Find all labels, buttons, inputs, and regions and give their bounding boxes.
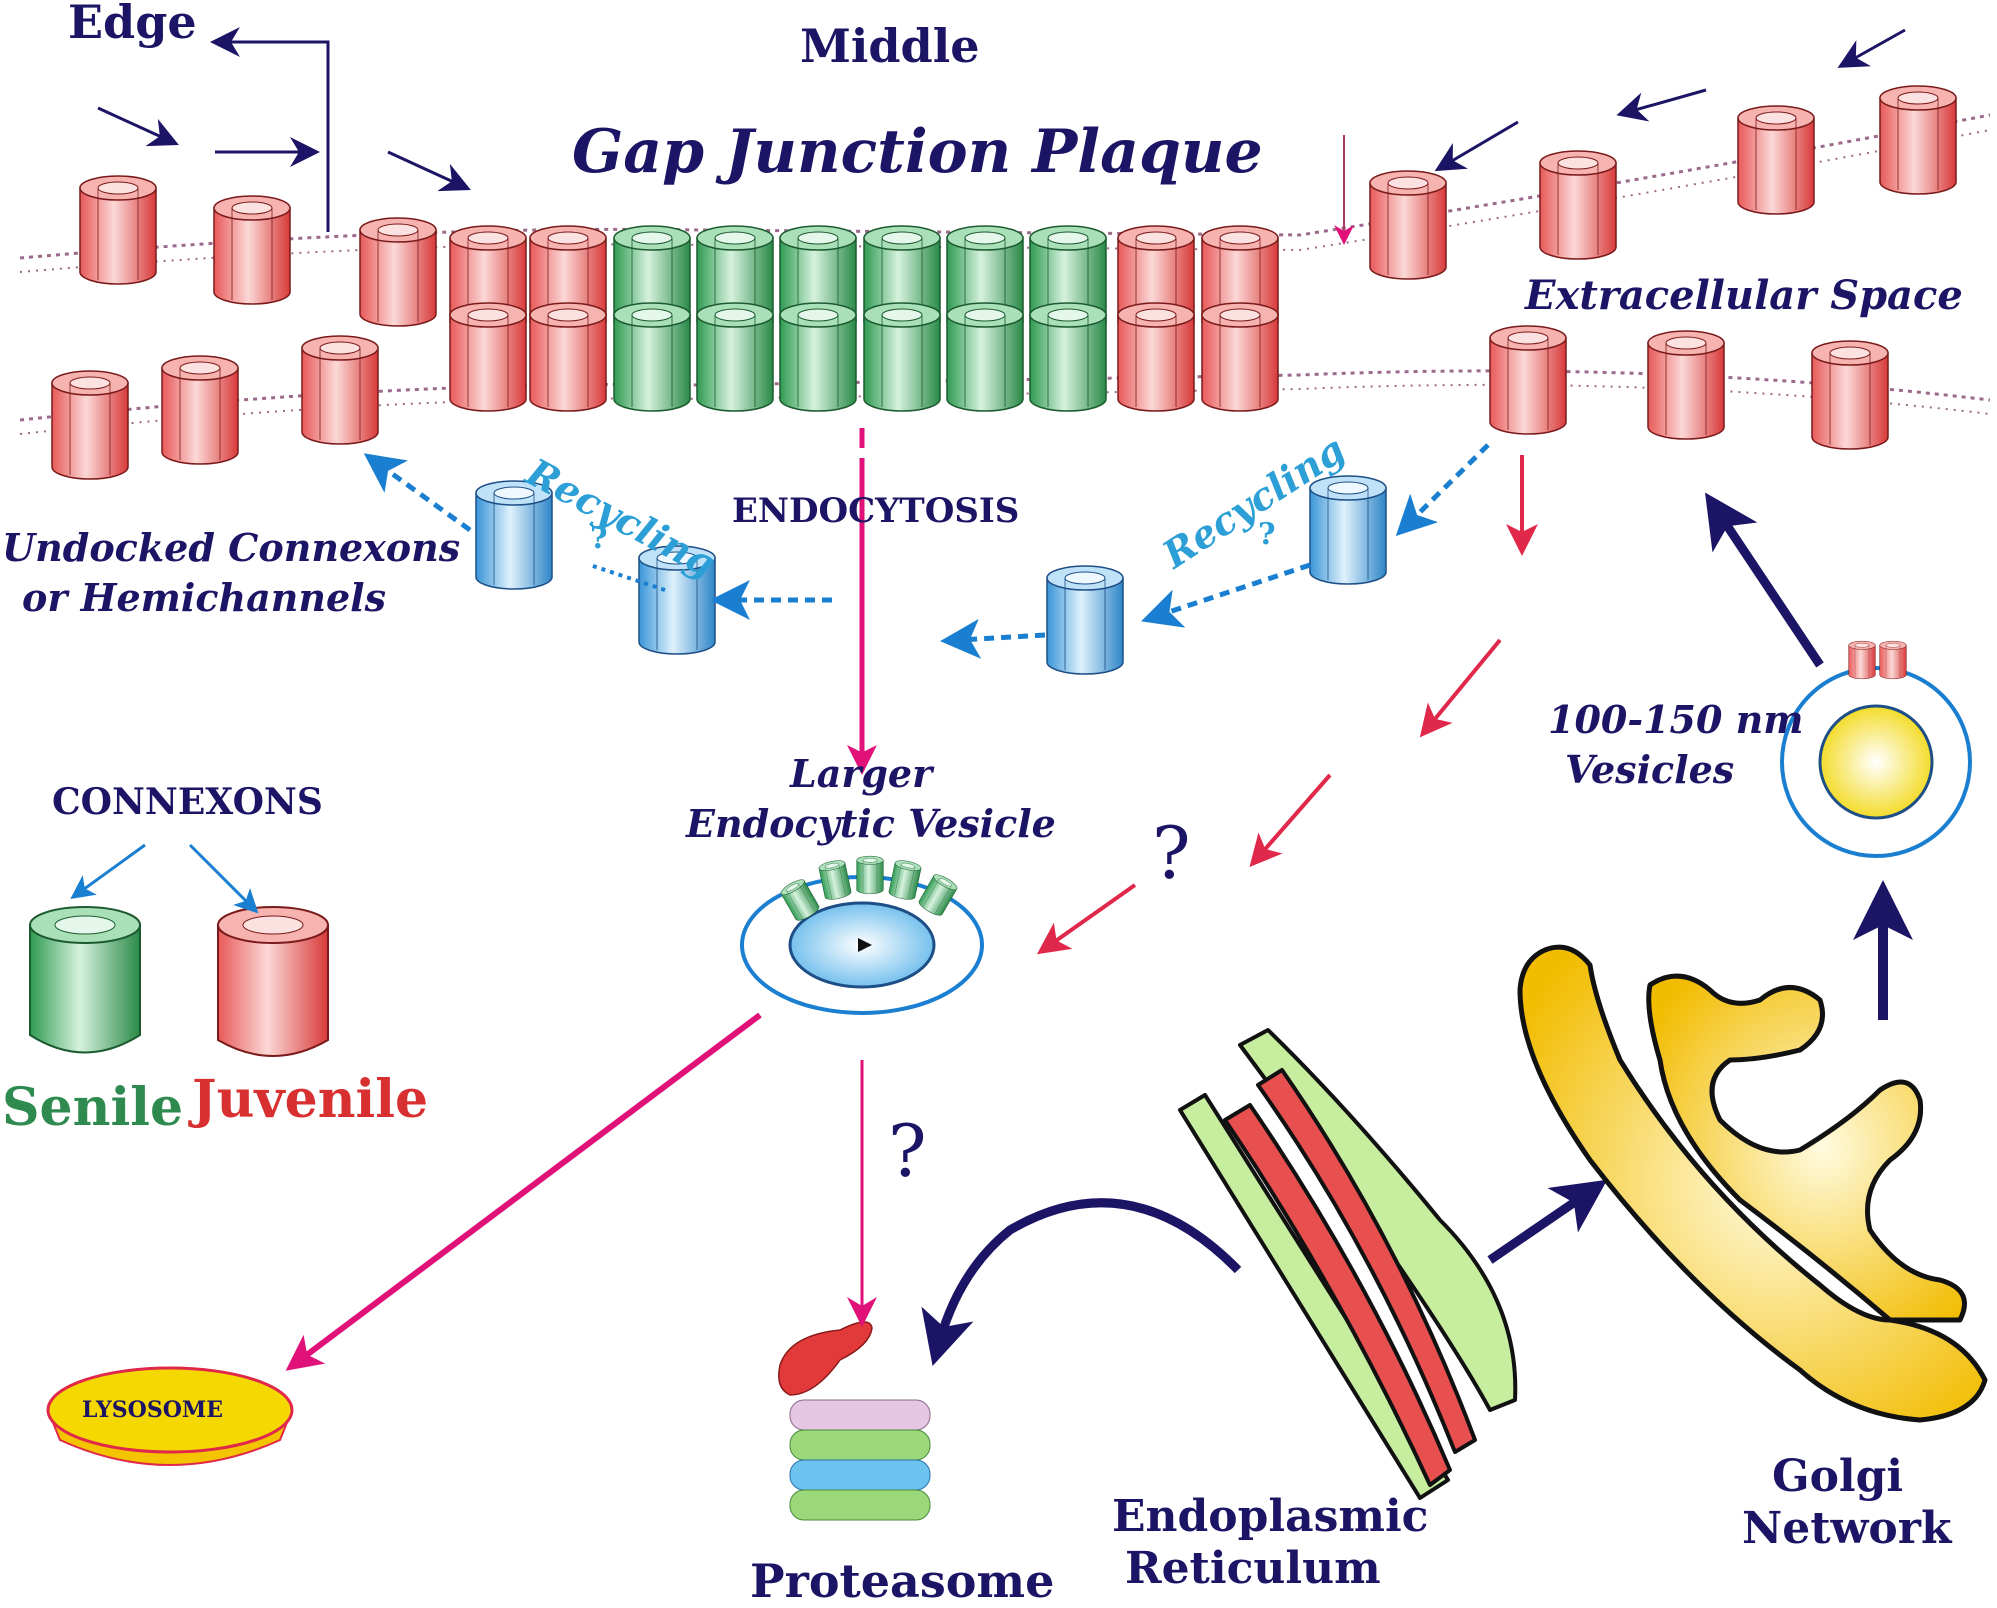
connexon-icon xyxy=(359,217,437,327)
connexon-icon xyxy=(1811,340,1889,450)
connexon-icon xyxy=(1737,105,1815,215)
connexon-icon xyxy=(51,370,129,480)
connexon-icon xyxy=(1309,475,1387,585)
connexon-icon xyxy=(1879,85,1957,195)
connexon-icon xyxy=(1117,302,1195,412)
degradation-arrows xyxy=(1036,455,1538,955)
senile-label: Senile xyxy=(2,1077,184,1138)
connexon-icon xyxy=(779,302,857,412)
undocked-line1: Undocked Connexons xyxy=(2,525,461,570)
connexon-icon xyxy=(213,195,291,305)
small-vesicle xyxy=(1780,640,1972,858)
recycling-pathway-left xyxy=(363,453,832,655)
larger-vesicle-line1: Larger xyxy=(790,751,933,796)
senile-connexon-icon xyxy=(29,906,141,1054)
question-lower: ? xyxy=(888,1109,927,1193)
connexon-icon xyxy=(863,302,941,412)
connexon-icon xyxy=(1029,302,1107,412)
recycling-left-question: ? xyxy=(590,521,608,556)
connexon-icon xyxy=(696,302,774,412)
golgi-icon xyxy=(1517,944,1988,1423)
connexon-icon xyxy=(1647,330,1725,440)
recycling-pathway-right xyxy=(940,443,1490,675)
larger-endocytic-vesicle xyxy=(740,855,984,1015)
connexon-icon xyxy=(1201,302,1279,412)
er-line2: Reticulum xyxy=(1125,1543,1381,1594)
extracellular-space-label: Extracellular Space xyxy=(1525,272,1963,319)
juvenile-connexon-icon xyxy=(217,906,329,1057)
connexons-legend-arrows xyxy=(70,843,259,914)
middle-label: Middle xyxy=(800,19,980,73)
er-line1: Endoplasmic xyxy=(1112,1491,1429,1542)
connexon-icon xyxy=(79,175,157,285)
golgi-line1: Golgi xyxy=(1772,1451,1904,1502)
connexon-icon xyxy=(613,302,691,412)
juvenile-label: Juvenile xyxy=(192,1069,429,1130)
vesicle-to-membrane-arrow xyxy=(1705,492,1824,668)
er-to-proteasome-arrow xyxy=(921,1198,1242,1366)
connexon-icon xyxy=(1046,565,1124,675)
lysosome-label: LYSOSOME xyxy=(82,1397,223,1423)
lower-connexons xyxy=(51,302,1889,480)
undocked-line2: or Hemichannels xyxy=(22,575,386,620)
connexon-icon xyxy=(161,355,239,465)
plaque-title: Gap Junction Plaque xyxy=(572,117,1263,187)
edge-label: Edge xyxy=(68,0,197,49)
connexon-icon xyxy=(946,302,1024,412)
vesicle-size-line2: Vesicles xyxy=(1565,747,1735,792)
connexon-icon xyxy=(529,302,607,412)
proteasome-icon xyxy=(778,1321,931,1521)
er-to-golgi-arrow xyxy=(1487,1179,1608,1264)
connexons-label: CONNEXONS xyxy=(52,781,323,823)
connexon-icon xyxy=(1539,150,1617,260)
connexon-icon xyxy=(1489,325,1567,435)
endoplasmic-reticulum-icon xyxy=(1178,1028,1518,1500)
endocytosis-label: ENDOCYTOSIS xyxy=(732,491,1020,531)
lysosome-icon xyxy=(46,1366,294,1466)
larger-vesicle-line2: Endocytic Vesicle xyxy=(686,801,1056,846)
proteasome-label: Proteasome xyxy=(750,1554,1055,1608)
vesicle-to-lysosome-arrow xyxy=(285,1012,762,1371)
connexon-icon xyxy=(301,335,379,445)
recycling-right-question: ? xyxy=(1258,517,1276,552)
insertion-arrows xyxy=(97,28,1906,192)
question-mid: ? xyxy=(1152,811,1191,895)
vesicle-size-line1: 100-150 nm xyxy=(1548,697,1804,742)
golgi-line2: Network xyxy=(1742,1503,1952,1554)
connexon-icon xyxy=(1369,170,1447,280)
edge-arrow xyxy=(210,27,330,232)
connexon-icon xyxy=(449,302,527,412)
